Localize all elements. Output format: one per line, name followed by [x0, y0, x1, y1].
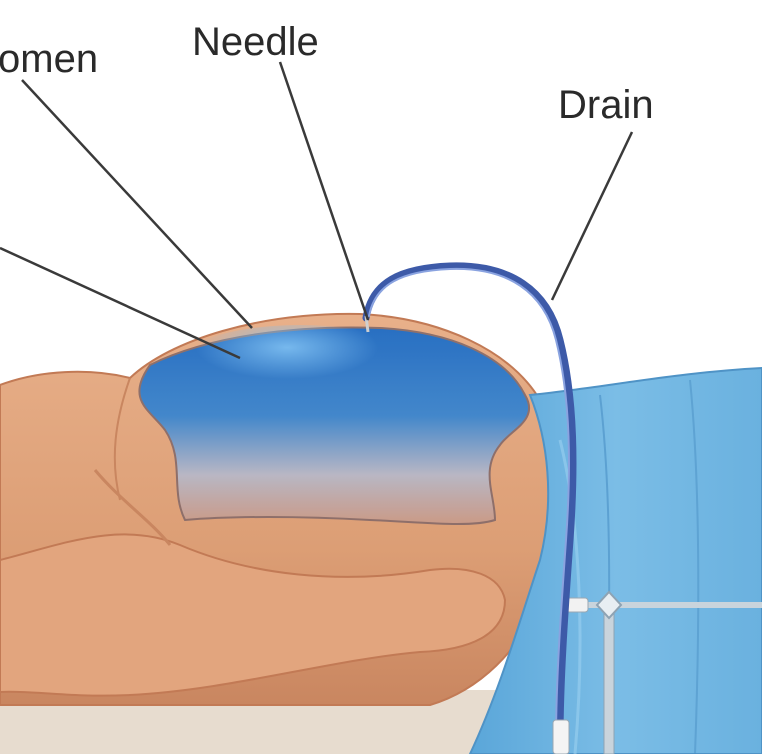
leader-line-left — [0, 248, 240, 358]
abdomen-label: omen — [0, 37, 98, 81]
drain-label: Drain — [558, 83, 654, 127]
needle-label: Needle — [192, 20, 319, 64]
tube-end — [553, 720, 569, 754]
stand-pole — [604, 600, 614, 754]
fluid-highlight — [170, 325, 430, 415]
leader-line-needle — [280, 62, 368, 320]
leader-line-drain — [552, 132, 632, 300]
leader-line-abdomen — [22, 80, 252, 328]
